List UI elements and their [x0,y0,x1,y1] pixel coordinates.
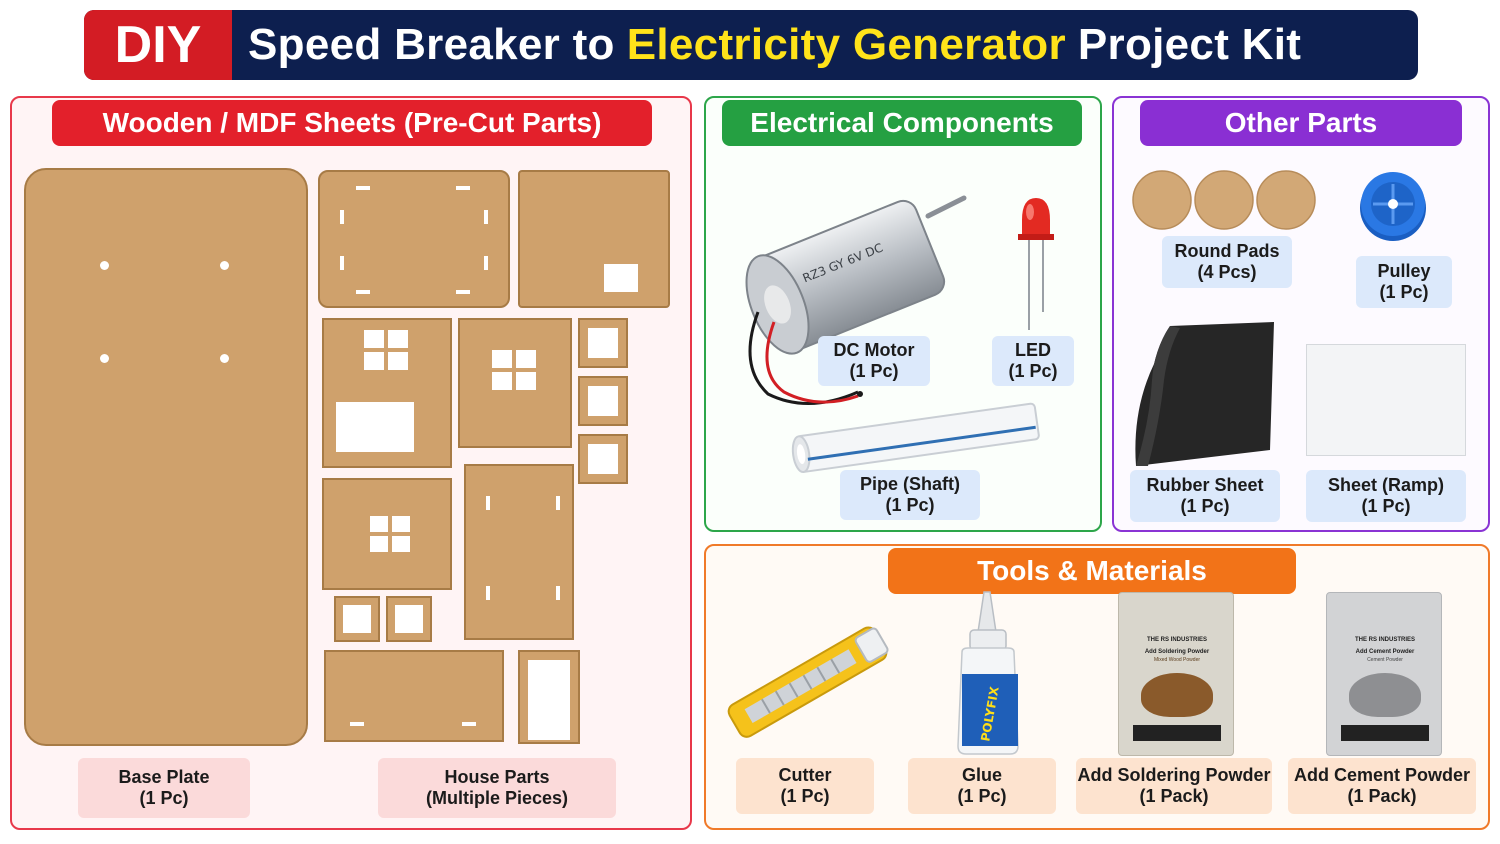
tools-section: Tools & Materials POLYFIX THE RS INDUSTR… [704,544,1490,830]
base-plate-qty: (1 Pc) [139,788,189,808]
pulley-label: Pulley (1 Pc) [1356,256,1452,308]
soldering-powder-bag-image: THE RS INDUSTRIES Add Soldering Powder M… [1118,592,1234,756]
cutter-name: Cutter [778,765,832,785]
wood-section: Wooden / MDF Sheets (Pre-Cut Parts) [10,96,692,830]
dc-motor-label: DC Motor (1 Pc) [818,336,930,386]
soldering-bag-title: Add Soldering Powder [1144,649,1210,655]
pulley-image [1360,172,1426,241]
glue-label: Glue (1 Pc) [908,758,1056,814]
soldering-powder-label: Add Soldering Powder (1 Pack) [1076,758,1272,814]
cement-bag-sub: Cement Powder [1367,657,1403,663]
dc-motor-name: DC Motor [833,340,915,360]
led-label: LED (1 Pc) [992,336,1074,386]
cement-powder-bag-image: THE RS INDUSTRIES Add Cement Powder Ceme… [1326,592,1442,756]
soldering-bag-sub: Mixed Wood Powder [1153,657,1201,663]
base-plate-name: Base Plate [118,767,210,787]
round-pads-name: Round Pads [1174,241,1280,261]
glue-name: Glue [961,765,1002,785]
other-parts-section: Other Parts Round Pads (4 Pcs) Pulley (1… [1112,96,1490,532]
house-parts-name: House Parts [444,767,550,787]
led-qty: (1 Pc) [1008,361,1058,381]
pipe-name: Pipe (Shaft) [859,474,960,494]
cement-bag-title: Add Cement Powder [1355,649,1415,655]
house-parts-qty: (Multiple Pieces) [425,788,569,808]
ramp-sheet-qty: (1 Pc) [1361,496,1411,516]
dc-motor-image: RZ3 GY 6V DC [745,195,967,405]
soldering-powder-qty: (1 Pack) [1139,786,1209,806]
base-plate-label: Base Plate (1 Pc) [78,758,250,818]
led-name: LED [1015,340,1051,360]
ramp-sheet-image [1306,344,1466,456]
cutter-image [727,626,889,738]
electrical-section: Electrical Components RZ3 GY 6V DC DC M [704,96,1102,532]
pulley-qty: (1 Pc) [1379,282,1429,302]
other-parts-section-title: Other Parts [1140,100,1462,146]
cement-powder-qty: (1 Pack) [1347,786,1417,806]
tools-section-title: Tools & Materials [888,548,1296,594]
electrical-section-title: Electrical Components [722,100,1082,146]
rubber-sheet-qty: (1 Pc) [1180,496,1230,516]
title-part-1: Speed Breaker to [248,20,615,69]
pipe-image [791,402,1040,474]
glue-qty: (1 Pc) [957,786,1007,806]
led-image [1018,198,1054,330]
title-part-2: Project Kit [1077,20,1302,69]
ramp-sheet-name: Sheet (Ramp) [1327,475,1444,495]
cutter-qty: (1 Pc) [780,786,830,806]
pulley-name: Pulley [1377,261,1431,281]
rubber-sheet-label: Rubber Sheet (1 Pc) [1130,470,1280,522]
page-title: Speed Breaker to Electricity Generator P… [248,10,1313,80]
pipe-label: Pipe (Shaft) (1 Pc) [840,470,980,520]
diy-badge: DIY [84,10,232,80]
title-banner: DIY Speed Breaker to Electricity Generat… [84,10,1418,80]
title-highlight: Electricity Generator [626,20,1066,69]
round-pads-image [1132,170,1316,230]
pipe-qty: (1 Pc) [885,495,935,515]
dc-motor-qty: (1 Pc) [849,361,899,381]
base-plate-image [24,168,308,746]
round-pads-label: Round Pads (4 Pcs) [1162,236,1292,288]
house-parts-label: House Parts (Multiple Pieces) [378,758,616,818]
cement-bag-brand: THE RS INDUSTRIES [1354,637,1415,643]
glue-image: POLYFIX [957,591,1019,755]
rubber-sheet-name: Rubber Sheet [1146,475,1264,495]
soldering-powder-name: Add Soldering Powder [1077,765,1271,785]
round-pads-qty: (4 Pcs) [1197,262,1257,282]
cement-powder-label: Add Cement Powder (1 Pack) [1288,758,1476,814]
cement-powder-name: Add Cement Powder [1293,765,1471,785]
rubber-sheet-image [1135,322,1274,466]
ramp-sheet-label: Sheet (Ramp) (1 Pc) [1306,470,1466,522]
cutter-label: Cutter (1 Pc) [736,758,874,814]
soldering-bag-brand: THE RS INDUSTRIES [1146,637,1207,643]
wood-section-title: Wooden / MDF Sheets (Pre-Cut Parts) [52,100,652,146]
